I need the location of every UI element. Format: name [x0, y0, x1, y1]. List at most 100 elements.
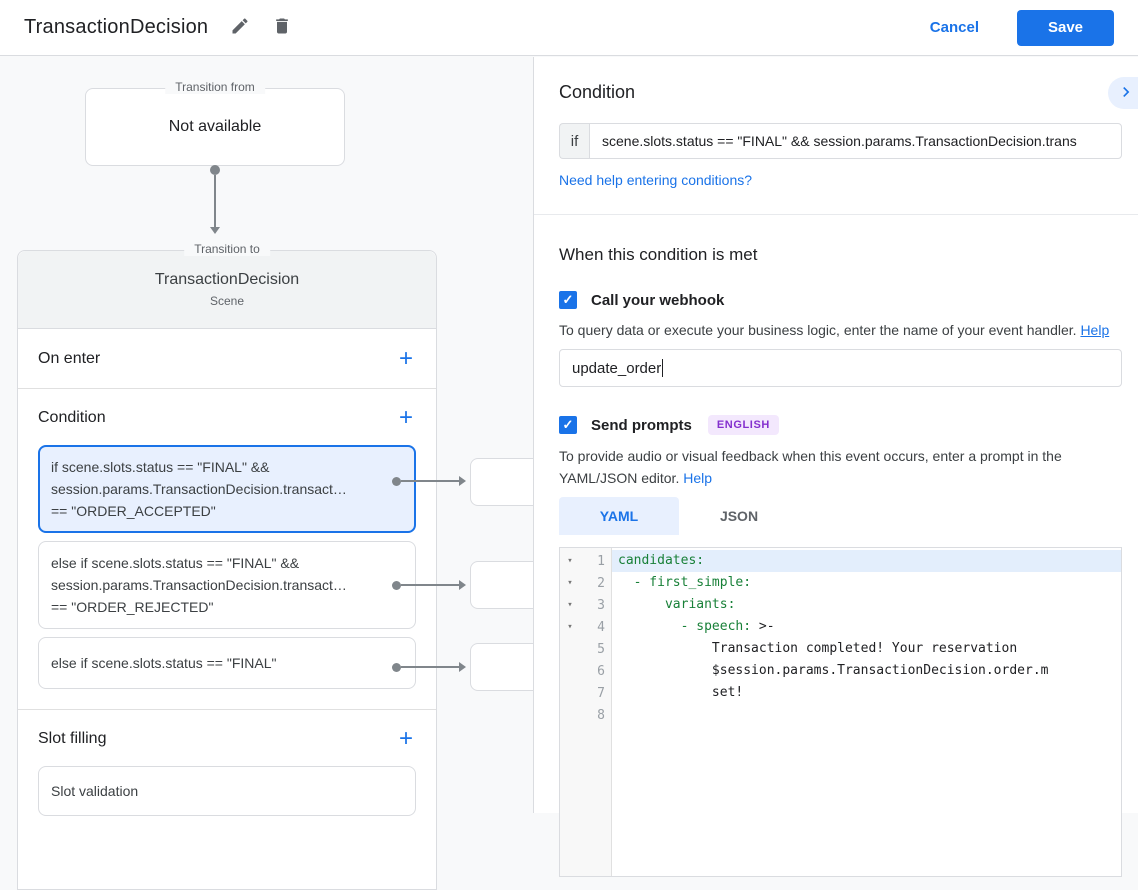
slot-filling-label: Slot filling [38, 730, 107, 747]
on-enter-row: On enter + [18, 329, 436, 389]
event-handler-input[interactable]: update_order [559, 349, 1122, 387]
check-icon: ✓ [562, 417, 574, 432]
scene-header: TransactionDecision Scene [18, 251, 436, 329]
transition-from-legend: Transition from [165, 80, 265, 94]
condition-line: session.params.TransactionDecision.trans… [51, 481, 347, 497]
connector-line [401, 584, 459, 586]
condition-connector [392, 476, 466, 486]
condition-connector [392, 662, 466, 672]
line-number: 1 [597, 553, 605, 569]
condition-line: else if scene.slots.status == "FINAL" && [51, 555, 300, 571]
code-line: candidates: [612, 550, 1121, 572]
panel-title: Condition [559, 82, 636, 102]
event-handler-value: update_order [572, 359, 662, 377]
on-enter-label: On enter [38, 349, 101, 367]
condition-card-accepted[interactable]: if scene.slots.status == "FINAL" && sess… [38, 445, 416, 533]
pencil-icon [230, 16, 250, 39]
scene-title: TransactionDecision [154, 271, 300, 288]
check-icon: ✓ [562, 292, 574, 307]
scene-diagram: Transition from Not available Transition… [0, 57, 548, 890]
connector-line [401, 666, 459, 668]
send-prompts-label: Send prompts [591, 416, 692, 434]
prompts-help-link[interactable]: Help [683, 470, 713, 486]
connector-line [214, 175, 216, 227]
webhook-help-link[interactable]: Help [1080, 322, 1110, 338]
when-condition-met-title: When this condition is met [559, 245, 758, 264]
send-prompts-checkbox[interactable]: ✓ [559, 416, 577, 434]
arrowhead-down-icon [210, 227, 220, 234]
transition-to-card: Transition to TransactionDecision Scene … [17, 242, 437, 890]
call-webhook-checkbox[interactable]: ✓ [559, 291, 577, 309]
code-line: set! [618, 685, 744, 700]
condition-card-final[interactable]: else if scene.slots.status == "FINAL" [38, 637, 416, 689]
yaml-editor[interactable]: candidates: - first_simple: variants: - … [612, 548, 1121, 876]
panel-divider [534, 214, 1138, 215]
prompt-editor: ▾ 1 ▾ 2 ▾ 3 ▾ 4 5 6 7 8 candidates: - first_… [559, 547, 1122, 877]
condition-section-label: Condition [38, 409, 106, 426]
prompts-helper: To provide audio or visual feedback when… [559, 448, 1062, 486]
prompts-helper-text: To provide audio or visual feedback when… [559, 445, 1119, 489]
fold-icon[interactable]: ▾ [567, 578, 573, 588]
plus-icon: + [398, 344, 413, 372]
webhook-row: ✓ Call your webhook [559, 291, 1122, 309]
tab-yaml[interactable]: YAML [559, 497, 679, 535]
transition-to-legend: Transition to [184, 242, 270, 256]
add-on-enter-button[interactable]: + [392, 345, 420, 373]
add-condition-button[interactable]: + [392, 404, 420, 432]
connector-dot [392, 580, 401, 590]
arrowhead-right-icon [459, 476, 466, 486]
edit-scene-button[interactable] [224, 12, 256, 44]
condition-line: == "ORDER_ACCEPTED" [51, 503, 216, 519]
arrowhead-right-icon [459, 662, 466, 672]
line-number: 4 [597, 619, 605, 635]
line-number: 5 [597, 641, 605, 657]
arrowhead-right-icon [459, 580, 466, 590]
call-webhook-label: Call your webhook [591, 291, 725, 309]
transition-from-box: Transition from Not available [85, 80, 345, 166]
connector-line [401, 480, 459, 482]
fold-icon[interactable]: ▾ [567, 622, 573, 632]
condition-expression-input[interactable]: scene.slots.status == "FINAL" && session… [589, 123, 1122, 159]
line-number: 3 [597, 597, 605, 613]
plus-icon: + [398, 404, 413, 431]
collapse-panel-button[interactable] [1108, 77, 1138, 109]
transition-from-value: Not available [168, 118, 262, 135]
trash-icon [272, 16, 292, 39]
condition-line: == "ORDER_REJECTED" [51, 599, 214, 615]
connector-dot [210, 165, 220, 175]
fold-icon[interactable]: ▾ [567, 600, 573, 610]
webhook-helper: To query data or execute your business l… [559, 322, 1077, 338]
code-line [612, 704, 1121, 726]
transition-arrow-down [208, 165, 222, 234]
add-slot-button[interactable]: + [392, 725, 420, 753]
language-badge: ENGLISH [707, 415, 779, 435]
delete-scene-button[interactable] [266, 12, 298, 44]
code-line: variants: [664, 597, 736, 612]
send-prompts-row: ✓ Send prompts ENGLISH [559, 415, 1122, 435]
line-number: 2 [597, 575, 605, 591]
chevron-right-icon [1116, 82, 1136, 105]
page-title: TransactionDecision [24, 16, 209, 38]
tab-json[interactable]: JSON [719, 508, 759, 524]
code-line: $session.params.TransactionDecision.orde… [618, 663, 1049, 678]
cancel-button[interactable]: Cancel [929, 19, 979, 36]
condition-connector [392, 580, 466, 590]
slot-validation-card[interactable]: Slot validation [38, 766, 416, 816]
scene-subtitle: Scene [209, 294, 245, 308]
save-button[interactable]: Save [1017, 9, 1114, 46]
line-number: 6 [597, 663, 605, 679]
slot-filling-section: Slot filling + Slot validation [18, 710, 436, 836]
conditions-help-link[interactable]: Need help entering conditions? [559, 172, 753, 188]
condition-section: Condition + if scene.slots.status == "FI… [18, 389, 436, 710]
line-number: 7 [597, 685, 605, 701]
if-prefix-label: if [559, 123, 589, 159]
editor-gutter: ▾ 1 ▾ 2 ▾ 3 ▾ 4 5 6 7 8 [560, 548, 612, 876]
connector-dot [392, 476, 401, 486]
webhook-helper-text: To query data or execute your business l… [559, 319, 1119, 341]
connector-dot [392, 662, 401, 672]
line-number: 8 [597, 707, 605, 723]
code-line: - speech: >- [680, 619, 775, 634]
condition-line: if scene.slots.status == "FINAL" && [51, 459, 270, 475]
fold-icon[interactable]: ▾ [567, 556, 573, 566]
condition-card-rejected[interactable]: else if scene.slots.status == "FINAL" &&… [38, 541, 416, 629]
